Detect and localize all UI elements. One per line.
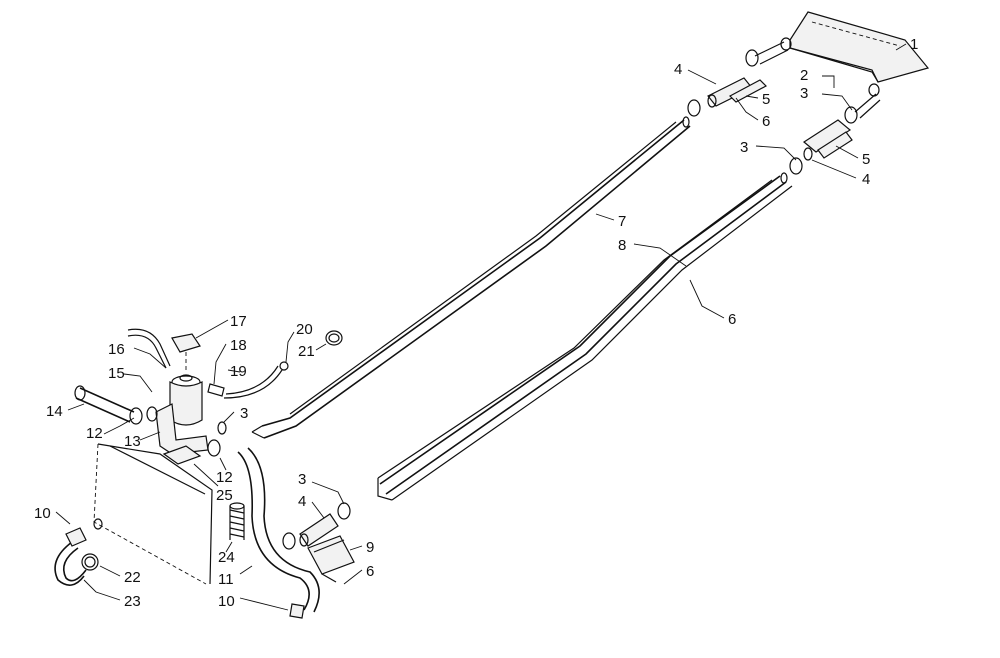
callout-3-mid: 3 <box>740 139 748 156</box>
callout-5-top: 5 <box>762 91 770 108</box>
callout-6-bottom: 6 <box>366 563 374 580</box>
callout-20: 20 <box>296 321 313 338</box>
callout-16: 16 <box>108 341 125 358</box>
callout-4-right: 4 <box>862 171 870 188</box>
return-hose-11 <box>237 447 320 619</box>
clamp-22 <box>81 553 99 571</box>
hose-23 <box>54 541 87 586</box>
callout-11: 11 <box>218 571 234 588</box>
callout-10-left: 10 <box>34 505 51 522</box>
top-left-hose-assembly <box>687 41 789 117</box>
coolant-reservoir <box>169 374 203 426</box>
callout-15: 15 <box>108 365 125 382</box>
engine-block-outline <box>93 443 213 585</box>
vent-hose-19 <box>223 361 289 399</box>
tube-bracket <box>307 535 355 583</box>
callout-12-center: 12 <box>216 469 233 486</box>
clamp-12-lower <box>207 439 221 457</box>
top-right-hose-assembly <box>789 93 881 175</box>
clamp-20 <box>325 330 343 346</box>
clamp-3-center <box>217 421 227 435</box>
bottom-hose-assembly <box>282 502 351 550</box>
tee-fitting <box>155 403 209 455</box>
callout-10-bottom: 10 <box>218 593 235 610</box>
callout-3-top: 3 <box>800 85 808 102</box>
callout-24: 24 <box>218 549 235 566</box>
callout-21: 21 <box>298 343 315 360</box>
clamp-10-left <box>65 527 87 547</box>
inlet-hose-14 <box>74 385 158 425</box>
callout-4-bottom: 4 <box>298 493 306 510</box>
small-fitting-18 <box>207 383 225 397</box>
lower-coolant-tube <box>377 172 793 501</box>
callout-18: 18 <box>230 337 247 354</box>
callout-6-mid: 6 <box>728 311 736 328</box>
callout-5-right: 5 <box>862 151 870 168</box>
callout-6-top: 6 <box>762 113 770 130</box>
callout-2: 2 <box>800 67 808 84</box>
callout-25: 25 <box>216 487 233 504</box>
reservoir-cap <box>171 333 201 372</box>
callout-3-center: 3 <box>240 405 248 422</box>
callout-1: 1 <box>910 36 918 53</box>
callout-13: 13 <box>124 433 141 450</box>
callout-8: 8 <box>618 237 626 254</box>
callout-3-bottom: 3 <box>298 471 306 488</box>
callout-4-top: 4 <box>674 61 682 78</box>
upper-coolant-tube <box>251 116 691 439</box>
heat-exchanger-plate <box>780 11 930 97</box>
callout-12-left: 12 <box>86 425 103 442</box>
spring <box>229 502 245 540</box>
leader-lines <box>55 43 907 611</box>
callout-labels: 1 2 3 4 5 6 3 5 4 7 8 6 17 20 16 18 21 1… <box>34 36 918 610</box>
callout-23: 23 <box>124 593 141 610</box>
callout-7: 7 <box>618 213 626 230</box>
callout-19: 19 <box>230 363 247 380</box>
overflow-hose <box>127 328 171 369</box>
foam-pad <box>162 445 202 465</box>
callout-17: 17 <box>230 313 247 330</box>
callout-14: 14 <box>46 403 63 420</box>
callout-9: 9 <box>366 539 374 556</box>
callout-22: 22 <box>124 569 141 586</box>
